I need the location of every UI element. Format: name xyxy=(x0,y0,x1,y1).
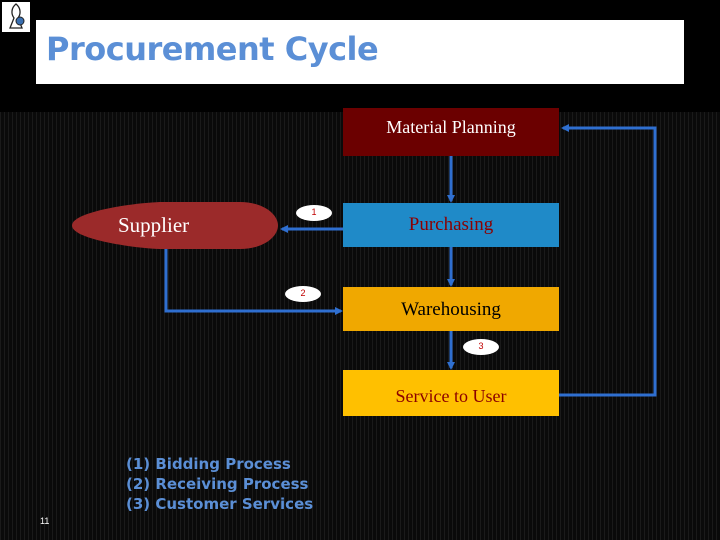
legend: (1) Bidding Process (2) Receiving Proces… xyxy=(126,454,313,514)
node-material-planning: Material Planning xyxy=(343,108,559,156)
legend-item-bidding: (1) Bidding Process xyxy=(126,455,291,473)
legend-item-receiving: (2) Receiving Process xyxy=(126,475,309,493)
arrow-supplier-to-warehousing xyxy=(164,249,343,315)
arrow-service-to-planning xyxy=(559,124,657,397)
step-marker-1-label: 1 xyxy=(311,207,317,217)
node-purchasing: Purchasing xyxy=(343,203,559,247)
node-supplier-label: Supplier xyxy=(118,213,190,237)
page-number: 11 xyxy=(40,516,50,526)
page-title: Procurement Cycle xyxy=(46,30,379,68)
legend-item-customer-services: (3) Customer Services xyxy=(126,495,314,513)
step-marker-2 xyxy=(285,286,321,302)
logo-icon xyxy=(2,2,30,32)
step-marker-2-label: 2 xyxy=(300,288,306,298)
node-warehousing: Warehousing xyxy=(343,287,559,331)
title-box: Procurement Cycle xyxy=(36,20,684,84)
step-marker-3 xyxy=(463,339,499,355)
step-marker-1 xyxy=(296,205,332,221)
step-marker-3-label: 3 xyxy=(478,341,484,351)
node-service-to-user: Service to User xyxy=(343,370,559,416)
supplier-shape xyxy=(72,202,278,249)
